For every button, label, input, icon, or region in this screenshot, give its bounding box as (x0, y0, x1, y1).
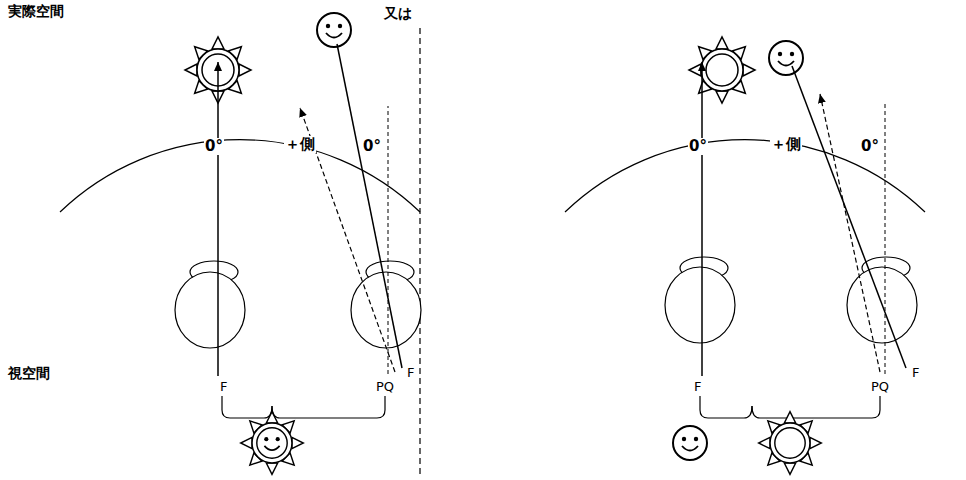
angle-label: 0° (860, 138, 880, 155)
point-label: F (694, 380, 701, 394)
point-label: PQ (871, 380, 889, 394)
angle-label: 0° (204, 138, 224, 155)
side-label: ＋側 (770, 136, 802, 153)
point-label: F (912, 366, 919, 380)
point-label: F (220, 380, 227, 394)
angle-label: 0° (688, 138, 708, 155)
side-label: ＋側 (284, 136, 316, 153)
alternative-note: 又は (384, 6, 412, 21)
point-label: F (407, 366, 414, 380)
region-title: 視空間 (8, 366, 50, 381)
angle-label: 0° (362, 138, 382, 155)
point-label: PQ (376, 380, 394, 394)
region-title: 実際空間 (8, 4, 64, 19)
